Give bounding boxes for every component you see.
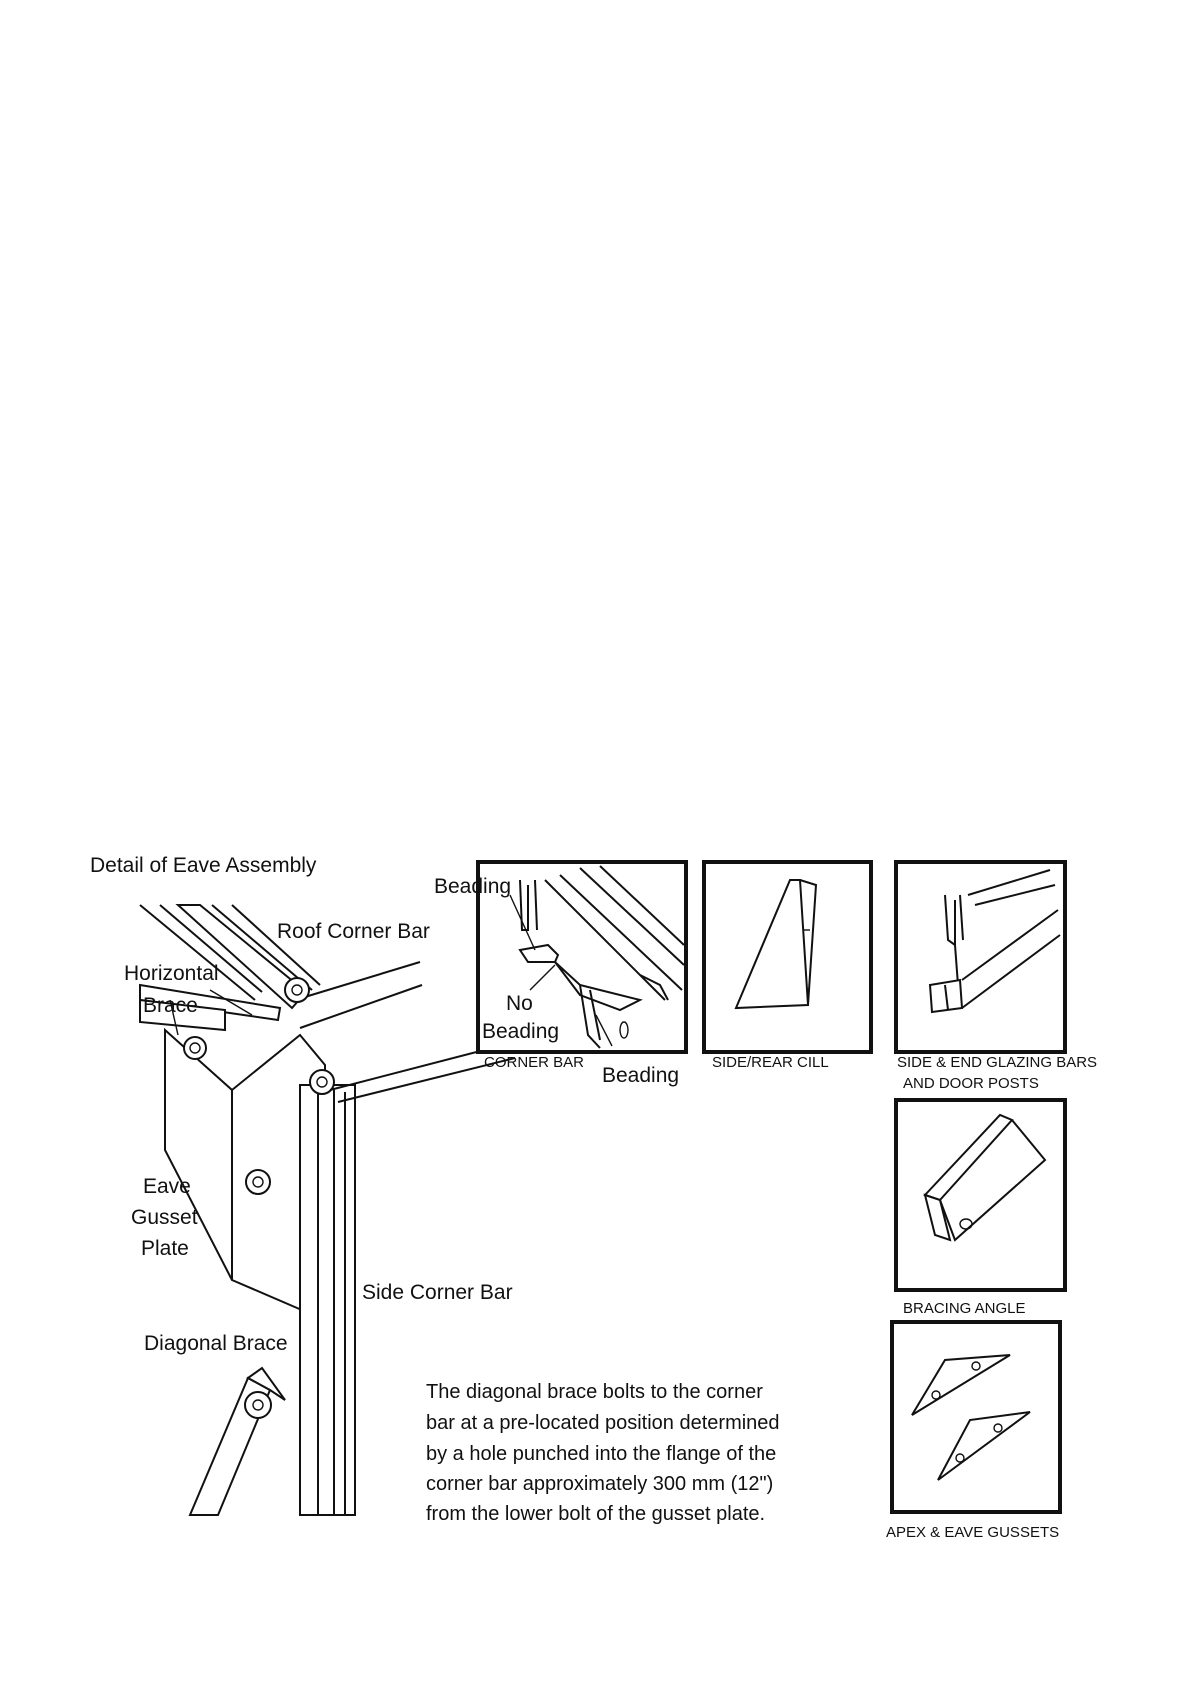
glazing-bars-caption-line1: SIDE & END GLAZING BARS — [897, 1054, 1097, 1071]
eave-gusset-label-line2: Gusset — [131, 1206, 198, 1229]
eave-gusset-label-line3: Plate — [141, 1237, 189, 1260]
side-corner-bar-label: Side Corner Bar — [362, 1281, 513, 1304]
glazing-bars-caption-line2: AND DOOR POSTS — [903, 1075, 1039, 1092]
note-line-4: corner bar approximately 300 mm (12") — [426, 1473, 773, 1495]
no-beading-label-line2: Beading — [482, 1020, 559, 1043]
no-beading-label-line1: No — [506, 992, 533, 1015]
glazing-bar-profile — [928, 869, 1061, 1014]
corner-bar-profile — [509, 865, 685, 1049]
cill-profile — [734, 879, 818, 1010]
bracing-angle-panel — [894, 1098, 1067, 1292]
corner-bar-panel — [476, 860, 688, 1054]
cill-caption: SIDE/REAR CILL — [712, 1054, 829, 1071]
corner-bar-caption: CORNER BAR — [484, 1054, 584, 1071]
assembly-note: The diagonal brace bolts to the corner b… — [426, 1381, 780, 1525]
horizontal-brace-label-line2: Brace — [143, 994, 198, 1017]
note-line-1: The diagonal brace bolts to the corner — [426, 1381, 763, 1403]
diagonal-brace-label: Diagonal Brace — [144, 1332, 288, 1355]
horizontal-brace-label-line1: Horizontal — [124, 962, 219, 985]
beading-top-label: Beading — [434, 875, 511, 898]
note-line-2: bar at a pre-located position determined — [426, 1412, 780, 1434]
note-line-5: from the lower bolt of the gusset plate. — [426, 1503, 765, 1525]
roof-corner-bar-label: Roof Corner Bar — [277, 920, 430, 943]
gussets-panel — [890, 1320, 1062, 1514]
gussets-caption: APEX & EAVE GUSSETS — [886, 1524, 1059, 1541]
eave-assembly-illustration — [139, 904, 516, 1516]
glazing-bars-panel — [894, 860, 1067, 1054]
note-line-3: by a hole punched into the flange of the — [426, 1443, 776, 1465]
eave-detail-title: Detail of Eave Assembly — [90, 854, 317, 877]
gussets-profile — [911, 1354, 1031, 1481]
beading-bottom-label: Beading — [602, 1064, 679, 1087]
bracing-angle-profile — [923, 1113, 1047, 1242]
bracing-angle-caption: BRACING ANGLE — [903, 1300, 1026, 1317]
eave-gusset-label-line1: Eave — [143, 1175, 191, 1198]
